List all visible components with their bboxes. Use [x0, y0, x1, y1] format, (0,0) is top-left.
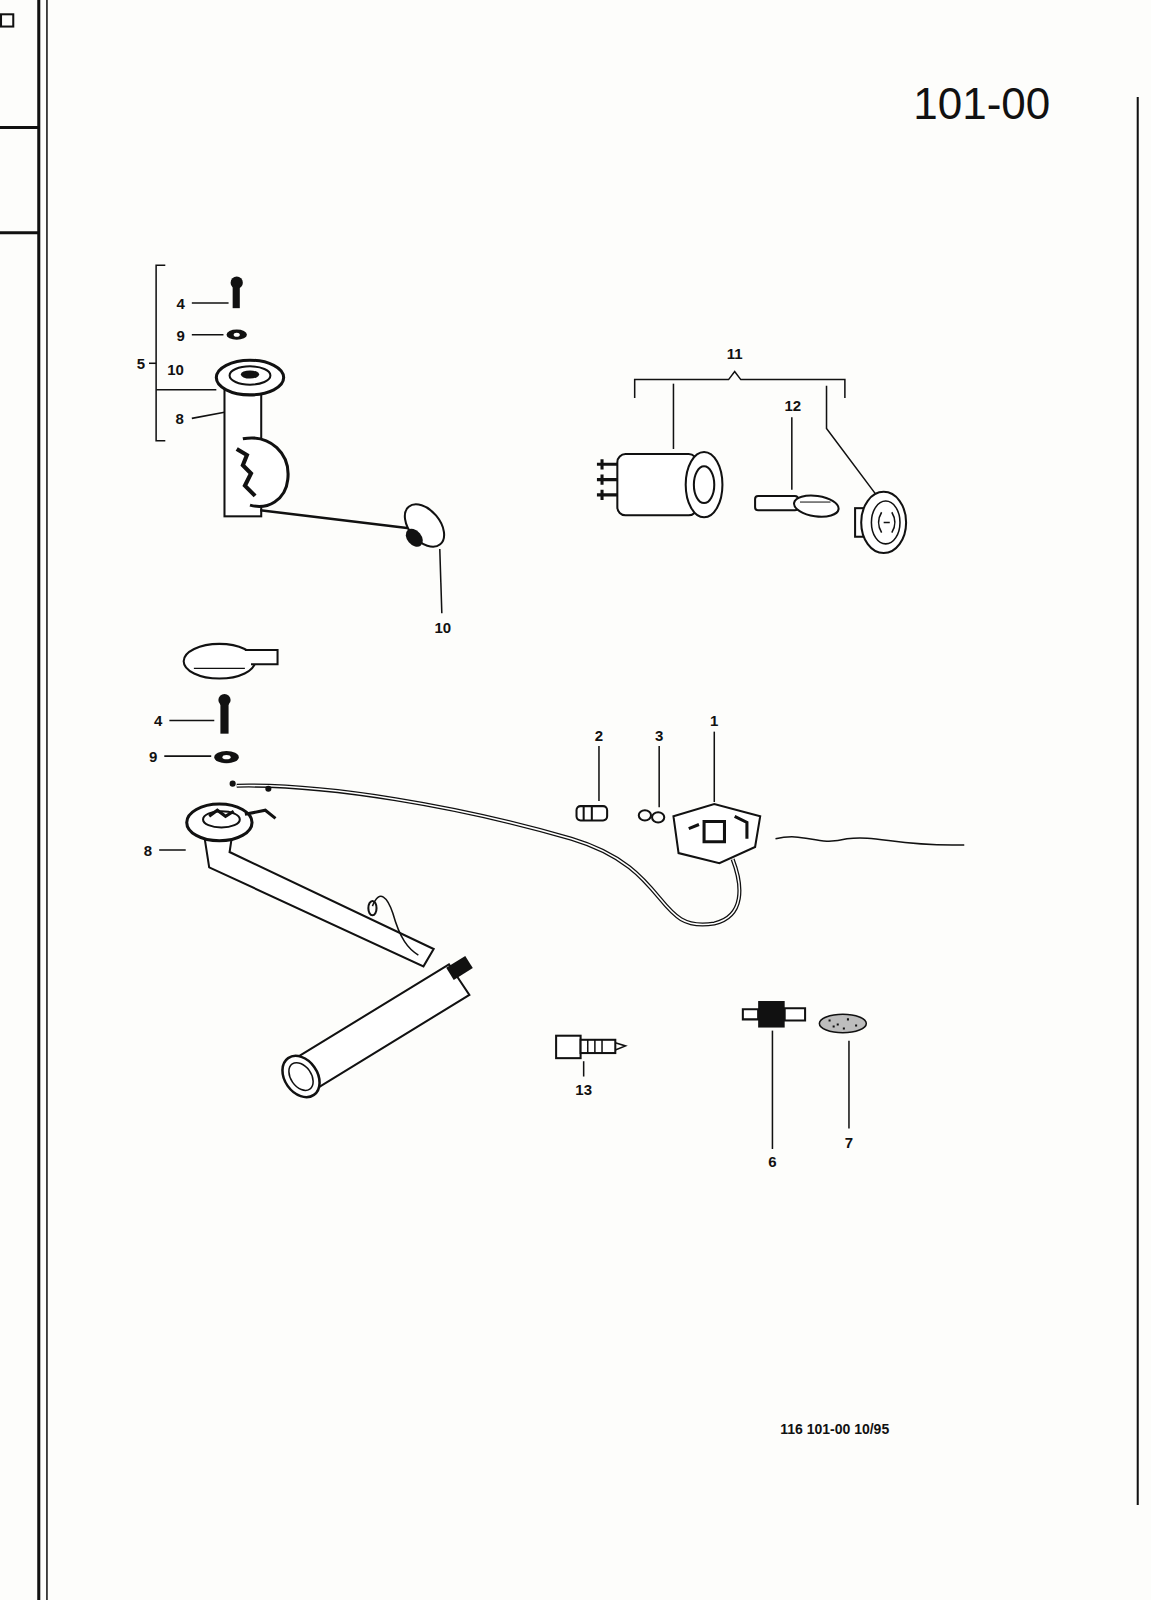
callout-number: 10 [167, 362, 184, 377]
callout-number: 2 [595, 727, 603, 742]
group-bracket [635, 371, 845, 398]
callout-number: 4 [154, 713, 162, 728]
leader-line [164, 755, 211, 757]
callout-number: 9 [149, 749, 157, 764]
leader-line [673, 384, 675, 449]
sender-flange [216, 360, 283, 395]
page-mark [0, 231, 39, 234]
float [402, 525, 426, 550]
bulb [755, 496, 798, 510]
callout-number: 13 [575, 1081, 592, 1096]
bulb [793, 493, 840, 519]
wire [372, 896, 418, 955]
sender-mechanism [237, 449, 255, 496]
float-arm [260, 510, 411, 528]
sender-flange [230, 366, 271, 384]
pipe-cap [446, 956, 473, 980]
group-bracket [156, 265, 165, 441]
seal-ring [639, 810, 651, 820]
lamp-socket [694, 466, 714, 503]
page-border [46, 0, 48, 1600]
socket-pins [597, 459, 617, 500]
stray-line [775, 837, 964, 845]
callout-number: 10 [435, 619, 452, 634]
seal-ring [652, 812, 664, 822]
cable [237, 786, 740, 925]
screw-part [577, 806, 608, 820]
leader-line [583, 1061, 585, 1076]
callout-number: 4 [176, 296, 184, 311]
lamp-lens [861, 492, 906, 553]
leader-line [159, 849, 186, 851]
leader-line [714, 732, 716, 802]
cable-end [230, 781, 236, 787]
bolt-shank [220, 703, 228, 734]
page-border [37, 0, 40, 1600]
group-bracket [149, 363, 156, 365]
lamp-lens [871, 501, 900, 544]
drawing-number: 116 101-00 10/95 [780, 1422, 889, 1436]
callout-number: 8 [144, 842, 152, 857]
callout-number: 6 [768, 1154, 776, 1169]
bulb [800, 502, 831, 503]
callout-number: 8 [175, 411, 183, 426]
cable-end [265, 786, 271, 792]
switch-hex [758, 1001, 785, 1028]
leader-line [192, 302, 229, 304]
washer-hole [222, 755, 230, 759]
lens-symbol [879, 512, 895, 532]
cover-disc [245, 650, 278, 664]
pickup-pipe [275, 1049, 327, 1105]
leader-line [598, 746, 600, 801]
filter [819, 1014, 866, 1032]
leader-line [169, 720, 214, 722]
leader-line [192, 412, 225, 418]
bolt-shank [233, 286, 240, 308]
cover-disc [194, 668, 245, 669]
suction-tube [204, 832, 434, 967]
sensor-shaft [588, 1040, 626, 1053]
sensor-shaft [581, 1040, 616, 1053]
sender-flange [241, 370, 259, 378]
unit-flange [187, 804, 252, 841]
callout-number: 9 [176, 327, 184, 342]
group-bracket [156, 389, 216, 391]
page-mark [0, 126, 39, 129]
float [397, 497, 452, 554]
page-border [1137, 97, 1139, 1505]
switch-thread [743, 1008, 805, 1020]
lamp-socket [686, 452, 723, 517]
screw-part [584, 806, 592, 820]
leader-line [772, 1031, 774, 1149]
leader-line [440, 549, 442, 613]
leader-line [658, 746, 660, 807]
washer-hole [234, 333, 240, 337]
washer [214, 751, 238, 763]
leader-line [192, 334, 224, 336]
callout-number: 11 [727, 346, 743, 361]
washer [227, 330, 247, 340]
filter-texture [829, 1019, 858, 1028]
callout-number: 1 [710, 713, 718, 728]
page-title: 101-00 [913, 82, 1050, 126]
leader-line [848, 1041, 850, 1129]
callout-number: 7 [845, 1134, 853, 1149]
pickup-pipe [284, 1058, 318, 1095]
leader-line [791, 417, 793, 489]
callout-number: 5 [137, 356, 145, 371]
callout-number: 3 [655, 727, 663, 742]
wire-clip [368, 901, 376, 915]
page-mark [1, 14, 13, 26]
callout-number: 12 [784, 398, 801, 413]
switch-unit [673, 804, 760, 863]
cable [237, 786, 740, 925]
switch-unit [689, 816, 747, 842]
cover-disc [184, 644, 255, 679]
unit-flange [209, 810, 275, 818]
leader-line [827, 386, 876, 494]
sensor-hex [556, 1036, 580, 1058]
